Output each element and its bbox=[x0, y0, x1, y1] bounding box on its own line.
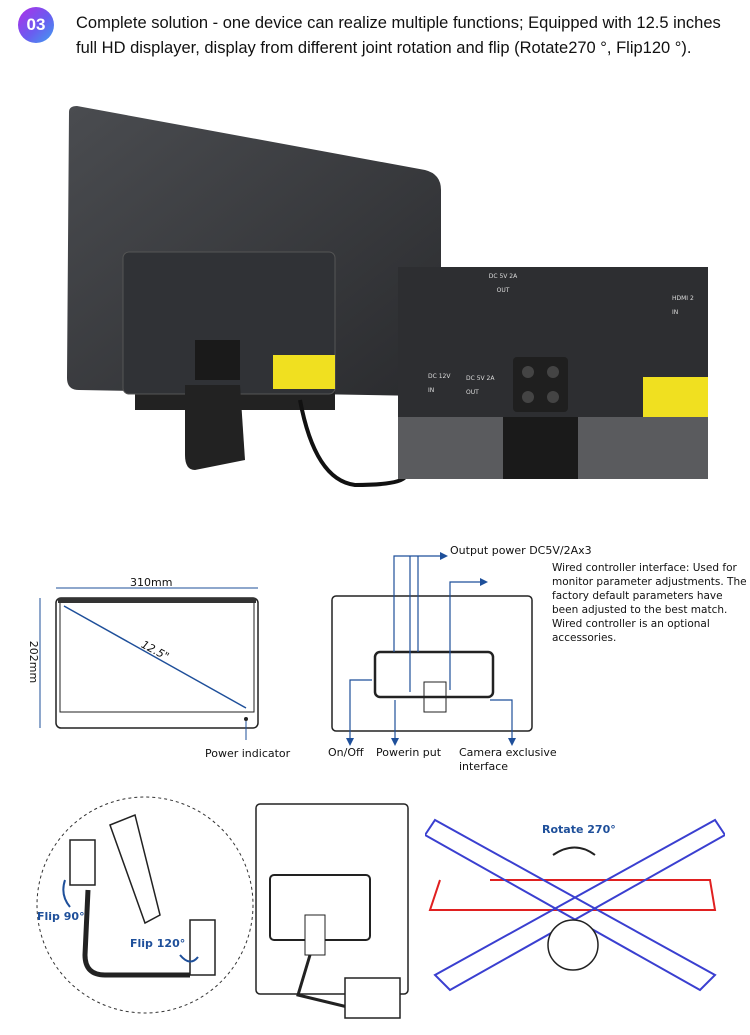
rear-interface-diagram bbox=[331, 552, 533, 746]
rotate-illustration bbox=[425, 818, 725, 992]
hdmi-label: HDMI 2 IN bbox=[672, 295, 694, 316]
on-off-label: On/Off bbox=[328, 746, 364, 759]
port-closeup-photo bbox=[398, 267, 708, 479]
flip-illustration bbox=[36, 796, 254, 1014]
dc5v-out-label: DC 5V 2A OUT bbox=[488, 273, 518, 294]
height-label: 202mm bbox=[27, 640, 41, 684]
power-indicator-label: Power indicator bbox=[205, 747, 291, 760]
dimension-diagram bbox=[39, 587, 259, 740]
dc12v-label: DC 12V IN bbox=[428, 373, 451, 394]
width-label: 310mm bbox=[130, 576, 173, 589]
camera-interface-label: Camera exclusive interface bbox=[459, 746, 557, 773]
dc5v-out-label-2: DC 5V 2A OUT bbox=[466, 375, 495, 396]
power-input-label: Powerin put bbox=[376, 746, 442, 759]
rotate270-label: Rotate 270° bbox=[542, 823, 616, 836]
flip120-label: Flip 120° bbox=[130, 937, 186, 950]
flip90-label: Flip 90° bbox=[37, 910, 85, 923]
wired-controller-label: Wired controller interface: Used for mon… bbox=[552, 562, 747, 644]
step-badge: 03 bbox=[18, 7, 54, 43]
portrait-mount-illustration bbox=[255, 803, 409, 1019]
output-power-label: Output power DC5V/2Ax3 bbox=[450, 544, 592, 557]
monitor-back-photo bbox=[67, 106, 441, 488]
headline-text: Complete solution - one device can reali… bbox=[76, 14, 721, 57]
